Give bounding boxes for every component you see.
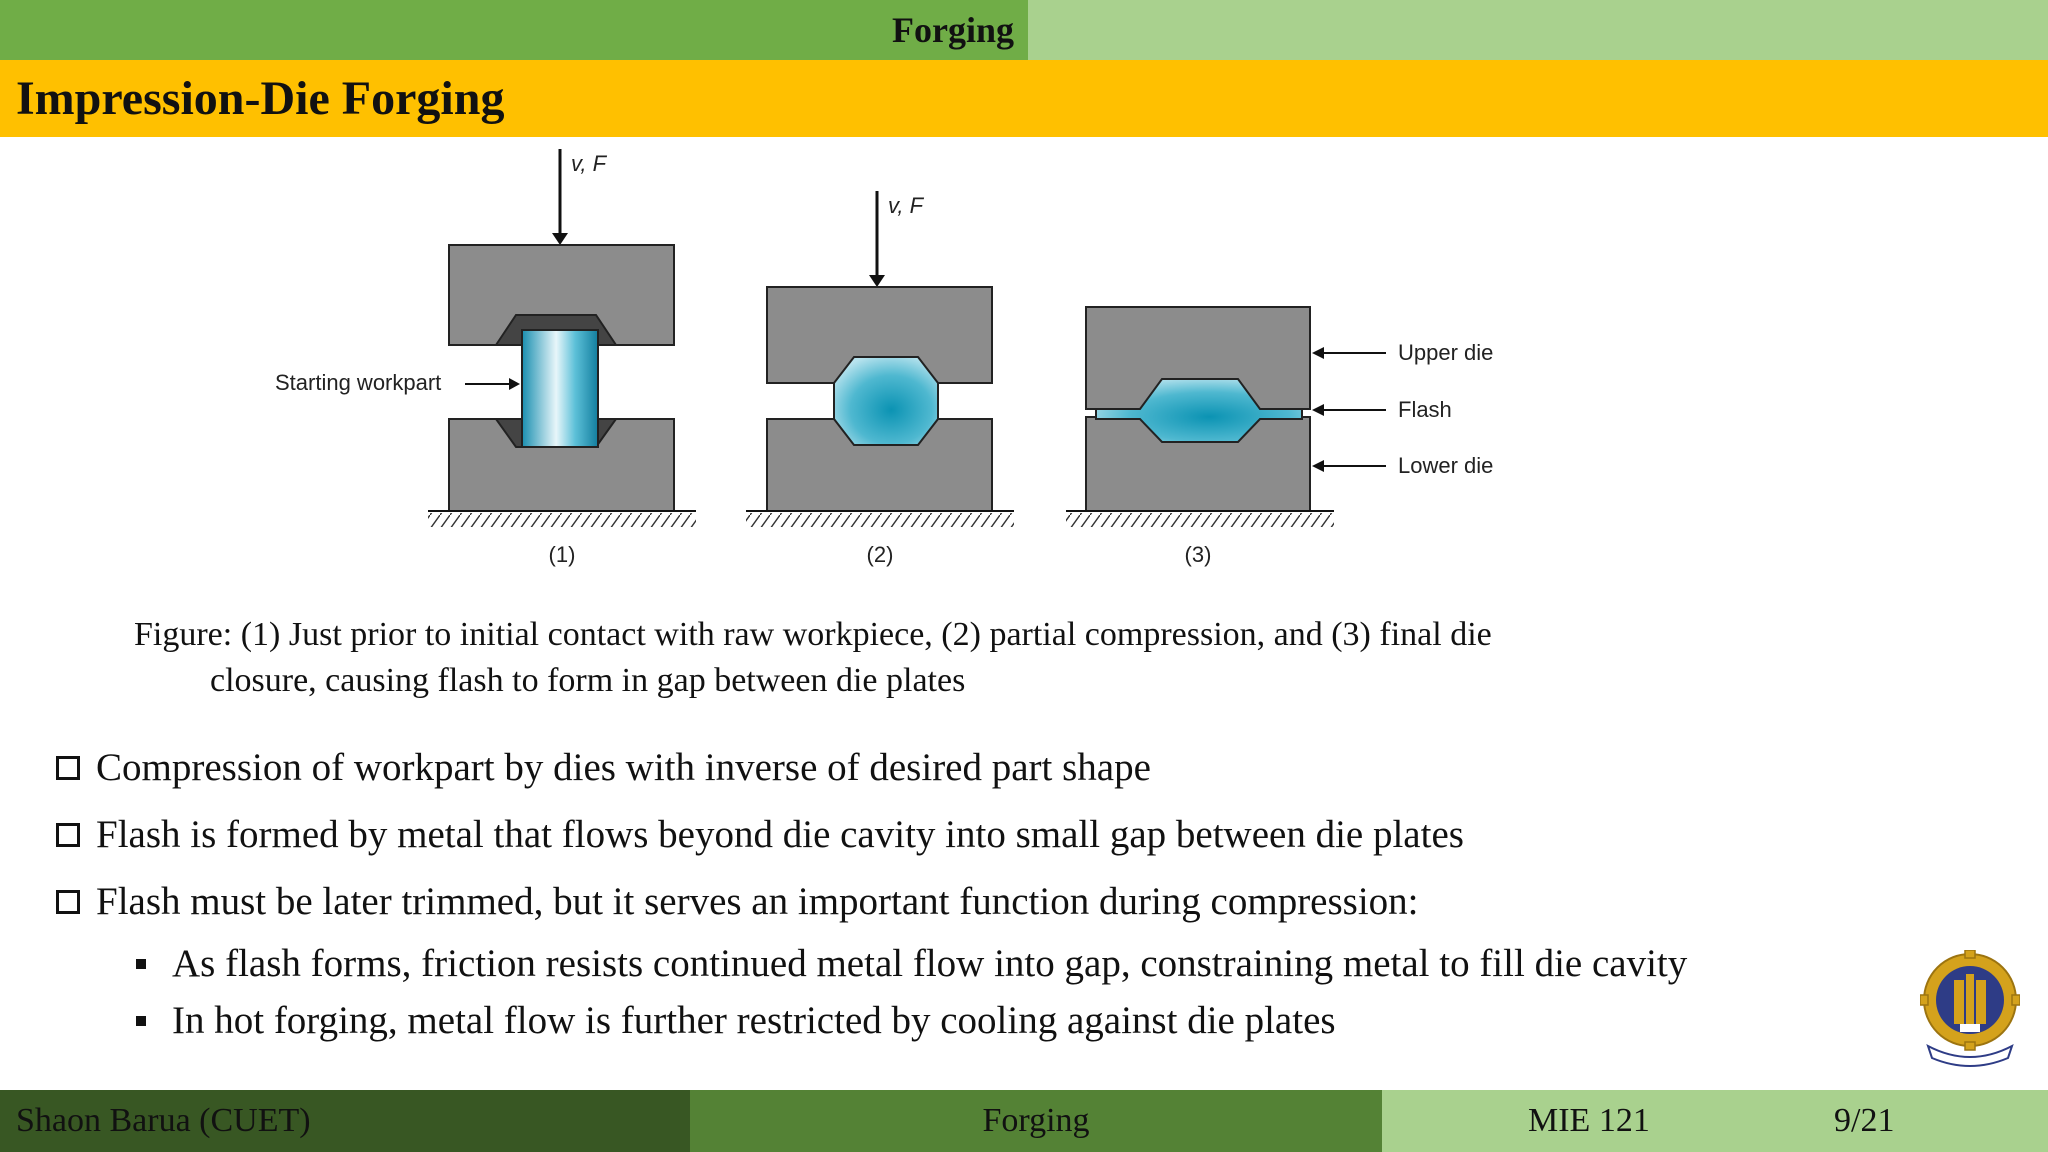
force-label-2: v, F [888,193,925,218]
bullet-item: Flash must be later trimmed, but it serv… [56,868,2016,935]
starting-workpart-label: Starting workpart [275,370,441,395]
lower-die-pointer-head [1312,460,1324,472]
stage-2-label: (2) [867,542,894,567]
stage-1-label: (1) [549,542,576,567]
footer-topic: Forging [982,1102,1090,1139]
square-bullet-icon [136,958,146,969]
force-arrowhead-1 [552,233,568,245]
checkbox-bullet-icon [56,889,80,914]
forging-diagram-svg: v, F Starting workpart (1) v, F (2) [275,149,1493,567]
ground-hatch-1 [428,513,696,527]
force-arrowhead-2 [869,275,885,287]
slide-title: Impression-Die Forging [16,72,505,125]
flash-pointer-head [1312,404,1324,416]
lower-die-label: Lower die [1398,453,1493,478]
footer-author-section: Shaon Barua (CUET) [0,1090,690,1152]
figure-caption: Figure: (1) Just prior to initial contac… [134,612,1694,704]
footer-topic-section: Forging [690,1090,1382,1152]
cuet-logo-icon [1919,949,2021,1068]
workpart-pointer-head [509,378,520,390]
header-section-title: Forging [892,10,1014,50]
cuet-logo-svg [1919,949,2021,1067]
header-section: Forging [0,0,1028,60]
footer-course-section: MIE 121 9/21 [1382,1090,2048,1152]
top-header-bar: Forging [0,0,2048,60]
footer-course: MIE 121 [1528,1102,1650,1139]
subbullet-item: As flash forms, friction resists continu… [56,935,2016,992]
final-part-with-flash [1095,378,1303,443]
footer-page-number: 9/21 [1834,1102,1895,1139]
caption-line-2: closure, causing flash to form in gap be… [210,662,966,699]
upper-die-pointer-head [1312,347,1324,359]
bullet-item: Compression of workpart by dies with inv… [56,734,2016,801]
flash-label: Flash [1398,397,1452,422]
upper-die-label: Upper die [1398,340,1493,365]
checkbox-bullet-icon [56,755,80,780]
partial-workpart [833,356,939,446]
footer-author: Shaon Barua (CUET) [16,1102,311,1139]
bullet-text: Flash is formed by metal that flows beyo… [96,813,1464,856]
forging-diagram: v, F Starting workpart (1) v, F (2) [0,137,2048,597]
force-label-1: v, F [571,151,608,176]
stage-3-label: (3) [1185,542,1212,567]
ground-hatch-3 [1066,513,1334,527]
subbullet-text: In hot forging, metal flow is further re… [172,999,1336,1042]
square-bullet-icon [136,1015,146,1026]
bullet-text: Flash must be later trimmed, but it serv… [96,880,1419,923]
checkbox-bullet-icon [56,822,80,847]
bullet-item: Flash is formed by metal that flows beyo… [56,801,2016,868]
subbullet-text: As flash forms, friction resists continu… [172,942,1688,985]
footer-bar: Shaon Barua (CUET) Forging MIE 121 9/21 [0,1090,2048,1152]
starting-workpart [521,329,599,448]
subbullet-item: In hot forging, metal flow is further re… [56,992,2016,1049]
caption-line-1: Figure: (1) Just prior to initial contac… [134,616,1492,653]
header-filler [1028,0,2048,60]
title-bar: Impression-Die Forging [0,60,2048,137]
bullet-list: Compression of workpart by dies with inv… [56,734,2016,1049]
stage-2-group: v, F (2) [746,191,1014,567]
ground-hatch-2 [746,513,1014,527]
bullet-text: Compression of workpart by dies with inv… [96,746,1151,789]
stage-1-group: v, F Starting workpart (1) [275,149,696,567]
stage-3-group: (3) Upper die Flash Lower die [1066,306,1493,567]
